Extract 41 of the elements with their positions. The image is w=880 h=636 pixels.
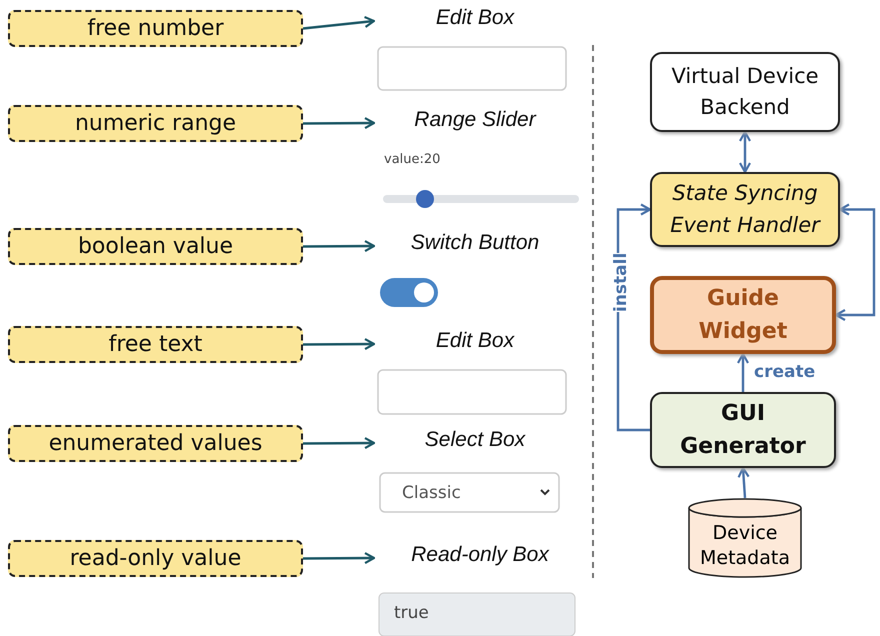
select-value: Classic	[402, 483, 461, 503]
widget-type-label: Edit Box	[380, 6, 570, 36]
widget-type-label: Switch Button	[380, 231, 570, 261]
node-text: Device Metadata	[699, 521, 791, 571]
widget-type-label: Read-only Box	[380, 543, 580, 573]
data-type-text: boolean value	[78, 234, 234, 259]
slider-value: value:20	[384, 152, 440, 167]
data-type-box	[8, 10, 303, 47]
process-box	[650, 52, 840, 132]
database-cylinder	[688, 498, 802, 578]
field-value: true	[394, 603, 429, 623]
arrow	[303, 338, 376, 350]
widget-type-label: Range Slider	[380, 108, 570, 138]
arrow	[303, 436, 376, 450]
data-type-box	[8, 105, 303, 142]
arrow	[303, 240, 376, 252]
arrow	[834, 203, 876, 322]
data-type-text: free text	[108, 332, 202, 357]
data-type-text: numeric range	[74, 111, 236, 136]
arrow	[736, 352, 750, 392]
process-box	[650, 392, 836, 468]
data-type-box	[8, 425, 303, 462]
data-type-text: enumerated values	[48, 431, 262, 456]
node-text: GUI Generator	[679, 400, 807, 461]
data-type-text: free number	[87, 16, 224, 41]
arrow	[738, 130, 752, 174]
data-type-text: read-only value	[70, 546, 242, 571]
node-text: Guide Widget	[698, 285, 788, 346]
widget-type-label: Select Box	[380, 428, 570, 458]
node-text: State Syncing Event Handler	[669, 180, 822, 238]
process-box	[650, 172, 840, 247]
arrow	[302, 16, 376, 30]
widget-type-label: Edit Box	[380, 329, 570, 359]
data-type-box	[8, 326, 303, 363]
data-type-box	[8, 228, 303, 265]
arrow	[738, 466, 750, 498]
arrow	[303, 552, 376, 564]
data-type-box	[8, 540, 303, 577]
arrow	[303, 116, 376, 130]
node-text: Virtual Device Backend	[670, 62, 820, 121]
process-box	[650, 276, 836, 354]
